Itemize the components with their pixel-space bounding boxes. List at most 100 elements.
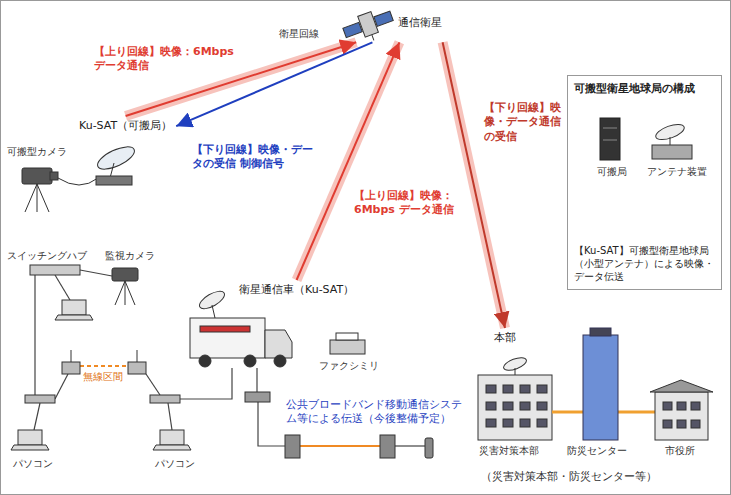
satellite-icon: [342, 5, 396, 44]
building-label: 災害対策本部: [478, 445, 540, 458]
laptop: [160, 430, 184, 445]
lan-wire: [395, 445, 425, 446]
vehicle-label: 衛星通信車（Ku-SAT）: [235, 280, 358, 300]
portable-dish: [94, 142, 137, 185]
lan-wire: [80, 270, 112, 276]
device-label: 可搬局: [596, 166, 628, 179]
earth-station-label: Ku-SAT（可搬局）: [75, 116, 176, 136]
hq-building: [478, 375, 552, 440]
lan-wire: [55, 374, 68, 399]
node-title: Ku-SAT（可搬局）: [79, 119, 172, 133]
hq-building: [486, 419, 496, 427]
satellite-vehicle: [197, 288, 227, 312]
city-building: [677, 402, 686, 410]
antenna-unit: [652, 121, 692, 159]
lan-wire: [180, 368, 232, 399]
satellite-icon: [358, 12, 379, 37]
router: [245, 392, 270, 402]
station-rack: [600, 118, 620, 160]
device-label: ファクシミリ: [318, 360, 380, 373]
access-point: [71, 350, 72, 362]
terminal-device: [285, 435, 433, 458]
hq-building: [503, 419, 513, 427]
tower-building: [583, 328, 618, 440]
hq-building: [515, 368, 516, 375]
satellite-vehicle: [190, 318, 265, 358]
satellite-vehicle: [200, 326, 250, 332]
lan-wire: [34, 275, 35, 395]
city-building: [655, 392, 708, 440]
hq-building: [520, 419, 530, 427]
satellite-icon: [342, 4, 396, 44]
portable-camera: [37, 184, 38, 212]
building-link: [552, 411, 583, 414]
access-point: [62, 362, 80, 374]
device-label: スイッチングハブ: [6, 250, 88, 263]
camera-cable: [58, 178, 98, 185]
city-building: [650, 380, 713, 440]
node-title: 本部: [494, 331, 516, 345]
portable-camera: [37, 184, 49, 212]
surveillance-camera: [125, 281, 126, 305]
surveillance-camera: [125, 281, 135, 305]
lan-wire: [168, 403, 172, 430]
city-building: [677, 420, 686, 428]
portable-camera: [25, 184, 37, 212]
surveillance-camera: [112, 268, 138, 281]
laptop: [11, 300, 191, 450]
hq-building: [503, 385, 513, 393]
wireless-link: [300, 445, 380, 447]
access-point: [137, 350, 138, 362]
hq-building: [537, 402, 547, 410]
building-link: [618, 411, 655, 414]
edge-label: 【下り回線】映像・データの受信 制御信号: [190, 142, 324, 173]
satellite-node: 通信衛星: [340, 4, 448, 42]
satellite-icon: [374, 11, 393, 26]
hq-building: [486, 385, 496, 393]
lan-wire: [34, 403, 40, 430]
node-title: 可搬型衛星地球局の構成: [574, 82, 715, 96]
laptop: [153, 445, 191, 450]
portable-camera: [22, 168, 52, 184]
hq-building: [520, 402, 530, 410]
laptop: [11, 445, 49, 450]
caption-label: （災害対策本部・防災センター等）: [480, 470, 658, 484]
tower-building: [590, 328, 611, 336]
antenna-unit: [652, 145, 692, 159]
laptop: [55, 315, 93, 320]
node-title: 衛星通信車（Ku-SAT）: [239, 283, 354, 297]
tower-building: [583, 335, 618, 440]
signal-band: [443, 42, 505, 328]
device-label: パソコン: [154, 458, 196, 471]
portable-camera: [50, 172, 58, 180]
lan-wire: [55, 275, 70, 300]
portable-dish: [96, 176, 132, 185]
headquarters-label: 本部: [490, 328, 520, 348]
city-building: [691, 402, 700, 410]
terminal-device: [380, 435, 395, 458]
edge-label: 【下り回線】映像・データ通信の受信: [482, 100, 566, 145]
downlink-arrow: [443, 42, 505, 328]
equipment-panel: 可搬型衛星地球局の構成【Ku-SAT】可搬型衛星地球局（小型アンテナ）による映像…: [567, 75, 722, 290]
node-note: 【Ku-SAT】可搬型衛星地球局（小型アンテナ）による映像・データ伝送: [574, 244, 715, 283]
device-label: 監視カメラ: [104, 250, 156, 263]
laptop: [18, 430, 42, 445]
access-point: [25, 350, 180, 403]
device-label: アンテナ装置: [646, 166, 708, 179]
satellite-vehicle: [265, 330, 292, 358]
router: [245, 392, 270, 402]
city-building: [650, 380, 713, 392]
city-building: [691, 420, 700, 428]
edge-label: 【上り回線】映像：6Mbps データ通信: [92, 44, 236, 75]
hq-building: [503, 402, 513, 410]
hq-building: [537, 419, 547, 427]
fax-machine: [336, 333, 358, 340]
portable-dish: [94, 142, 137, 173]
fax-machine: [330, 333, 365, 354]
terminal-device: [285, 435, 300, 458]
satellite-vehicle: [199, 355, 211, 367]
station-rack: [603, 128, 617, 129]
link-label: 衛星回線: [278, 28, 320, 41]
